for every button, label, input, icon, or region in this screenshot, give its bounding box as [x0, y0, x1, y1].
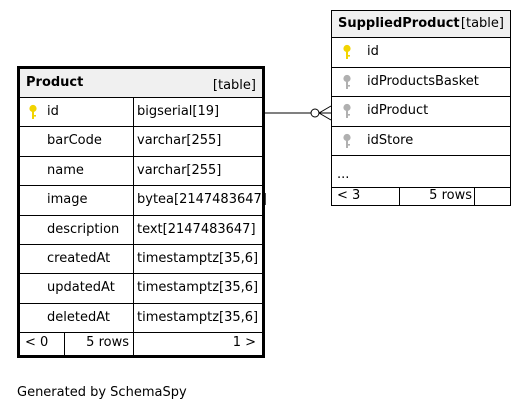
product-footer: < 0 5 rows 1 >	[20, 333, 262, 355]
column-type: bytea[2147483647]	[137, 192, 267, 208]
ellipsis-row: ...	[332, 165, 510, 188]
column-name: barCode	[47, 133, 102, 149]
column-row[interactable]: id	[332, 38, 510, 68]
ellipsis: ...	[337, 167, 350, 182]
column-name: idStore	[367, 132, 414, 148]
foreign-key-icon	[343, 103, 351, 118]
column-row[interactable]: description text[2147483647]	[20, 215, 262, 245]
primary-key-icon	[343, 44, 351, 59]
column-name: name	[47, 162, 84, 178]
column-name: id	[367, 44, 379, 59]
supplied-product-footer: < 3 5 rows	[332, 188, 510, 205]
column-row[interactable]: barCode varchar[255]	[20, 127, 262, 157]
column-name: createdAt	[47, 251, 111, 266]
column-row[interactable]: name varchar[255]	[20, 156, 262, 187]
foreign-key-icon	[343, 74, 351, 89]
column-row[interactable]: idStore	[332, 127, 510, 156]
column-name: description	[47, 221, 120, 237]
column-type: varchar[255]	[137, 133, 222, 149]
column-name: updatedAt	[47, 280, 115, 296]
column-type: timestamptz[35,6]	[137, 309, 259, 325]
crowfoot-lower	[318, 112, 332, 121]
crowfoot-upper	[318, 105, 332, 114]
children-count: 1 >	[232, 335, 256, 350]
children-count	[474, 188, 506, 205]
product-table[interactable]: Product [table] id bigserial[19] barCode va…	[17, 66, 267, 358]
parents-count: < 0	[25, 335, 49, 350]
column-type: text[2147483647]	[137, 221, 256, 237]
column-row[interactable]: createdAt timestamptz[35,6]	[20, 245, 262, 275]
parents-count: < 3	[337, 188, 361, 203]
supplied-product-table[interactable]: SuppliedProduct [table] id idProductsBask…	[331, 10, 511, 206]
table-kind: [table]	[460, 16, 504, 31]
row-count: 5 rows	[429, 188, 472, 203]
column-name: idProductsBasket	[367, 73, 479, 89]
table-name: Product	[26, 75, 84, 90]
column-type: bigserial[19]	[137, 104, 220, 119]
column-type: varchar[255]	[137, 162, 222, 178]
column-row[interactable]: idProductsBasket	[332, 68, 510, 97]
supplied-product-header: SuppliedProduct [table]	[332, 11, 510, 38]
column-row[interactable]: image bytea[2147483647]	[20, 186, 267, 216]
column-row[interactable]: idProduct	[332, 97, 510, 127]
column-name: id	[47, 104, 59, 119]
column-name: deletedAt	[47, 309, 110, 325]
column-row[interactable]: updatedAt timestamptz[35,6]	[20, 274, 262, 304]
foreign-key-icon	[343, 133, 351, 148]
column-row[interactable]: id bigserial[19]	[20, 98, 262, 128]
primary-key-icon	[29, 104, 37, 119]
column-type: timestamptz[35,6]	[137, 251, 259, 266]
column-type: timestamptz[35,6]	[137, 280, 259, 296]
column-row[interactable]: deletedAt timestamptz[35,6]	[20, 303, 262, 334]
column-name: image	[47, 192, 88, 208]
row-count: 5 rows	[86, 335, 129, 350]
table-kind: [table]	[212, 78, 256, 93]
column-name: idProduct	[367, 103, 429, 118]
generated-by-credit: Generated by SchemaSpy	[17, 385, 187, 400]
zero-optional-marker	[310, 108, 320, 118]
table-name: SuppliedProduct	[338, 16, 460, 31]
product-header: Product [table]	[20, 69, 262, 98]
